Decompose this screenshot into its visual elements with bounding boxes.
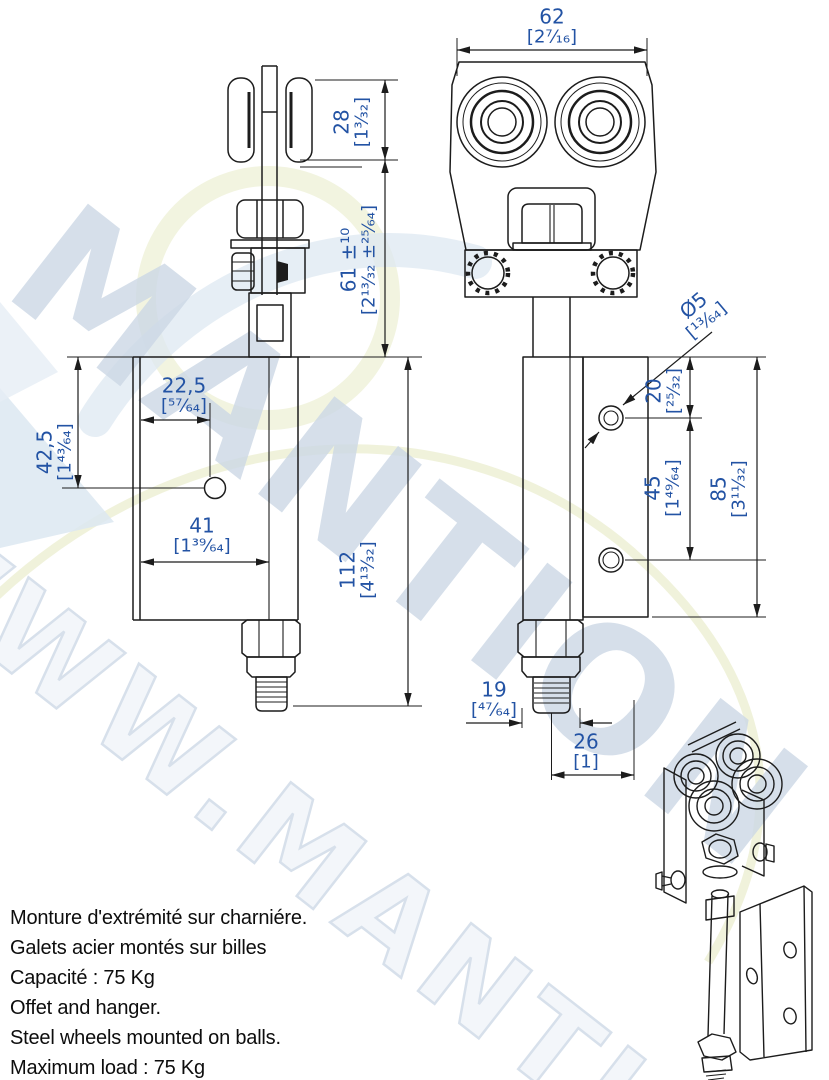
dim-26-inch: [1] bbox=[573, 752, 599, 774]
note-english-line1: Offet and hanger. bbox=[10, 997, 161, 1019]
dimension-linework bbox=[62, 38, 766, 780]
dim-45-label: 45 [1⁴⁹⁄₆₄] bbox=[640, 459, 685, 517]
dim-61-label: 61 ±¹⁰ [2¹³⁄₃₂ ±²⁵⁄₆₄] bbox=[336, 204, 381, 316]
side-view-drawing bbox=[132, 65, 313, 712]
dim-19-inch: [⁴⁷⁄₆₄] bbox=[471, 700, 517, 722]
dim-85-label: 85 [3¹¹⁄₃₂] bbox=[706, 460, 751, 518]
dim-22-5-label: 22,5 [⁵⁷⁄₆₄] bbox=[161, 373, 207, 418]
dim-22-5-mm: 22,5 bbox=[161, 373, 207, 398]
dim-20-inch: [²⁵⁄₃₂] bbox=[664, 368, 686, 414]
dim-41-mm: 41 bbox=[189, 513, 215, 538]
notes-english: Offet and hanger. Steel wheels mounted o… bbox=[10, 993, 281, 1080]
dim-85-inch: [3¹¹⁄₃₂] bbox=[729, 460, 751, 518]
dim-19-label: 19 [⁴⁷⁄₆₄] bbox=[471, 677, 517, 722]
isometric-view-drawing bbox=[655, 721, 813, 1080]
dim-62-mm: 62 bbox=[539, 4, 565, 29]
dim-85-mm: 85 bbox=[706, 476, 731, 502]
dim-45-mm: 45 bbox=[640, 475, 665, 501]
notes-french: Monture d'extrémité sur charniére. Galet… bbox=[10, 903, 307, 993]
dim-45-inch: [1⁴⁹⁄₆₄] bbox=[663, 459, 685, 517]
dim-28-mm: 28 bbox=[329, 109, 354, 135]
dim-20-label: 20 [²⁵⁄₃₂] bbox=[641, 368, 686, 414]
dim-112-label: 112 [4¹³⁄₃₂] bbox=[335, 541, 380, 599]
dim-22-5-inch: [⁵⁷⁄₆₄] bbox=[161, 396, 207, 418]
dim-19-mm: 19 bbox=[481, 677, 507, 702]
dim-42-5-label: 42,5 [1⁴³⁄₆₄] bbox=[32, 423, 77, 481]
dim-112-inch: [4¹³⁄₃₂] bbox=[358, 541, 380, 599]
dim-62-label: 62 [2⁷⁄₁₆] bbox=[526, 4, 578, 49]
note-english-line2: Steel wheels mounted on balls. bbox=[10, 1027, 281, 1049]
dim-61-mm: 61 ±¹⁰ bbox=[336, 227, 361, 293]
dim-62-inch: [2⁷⁄₁₆] bbox=[526, 27, 578, 49]
dim-41-inch: [1³⁹⁄₆₄] bbox=[173, 536, 231, 558]
dim-26-mm: 26 bbox=[573, 729, 599, 754]
front-view-drawing bbox=[449, 61, 657, 714]
dim-diameter-5-label: Ø5 [¹³⁄₆₄] bbox=[669, 282, 732, 344]
dim-42-5-inch: [1⁴³⁄₆₄] bbox=[55, 423, 77, 481]
dim-42-5-mm: 42,5 bbox=[32, 429, 57, 475]
dim-61-inch: [2¹³⁄₃₂ ±²⁵⁄₆₄] bbox=[359, 204, 381, 316]
note-french-line1: Monture d'extrémité sur charniére. bbox=[10, 907, 308, 929]
note-french-line3: Capacité : 75 Kg bbox=[10, 967, 155, 989]
dim-28-label: 28 [1³⁄₃₂] bbox=[329, 96, 374, 148]
dim-20-mm: 20 bbox=[641, 378, 666, 404]
dim-112-mm: 112 bbox=[335, 550, 360, 590]
dim-28-inch: [1³⁄₃₂] bbox=[352, 96, 374, 148]
note-english-line3: Maximum load : 75 Kg bbox=[10, 1057, 205, 1079]
dim-41-label: 41 [1³⁹⁄₆₄] bbox=[173, 513, 231, 558]
note-french-line2: Galets acier montés sur billes bbox=[10, 937, 267, 959]
dim-26-label: 26 [1] bbox=[573, 729, 599, 774]
